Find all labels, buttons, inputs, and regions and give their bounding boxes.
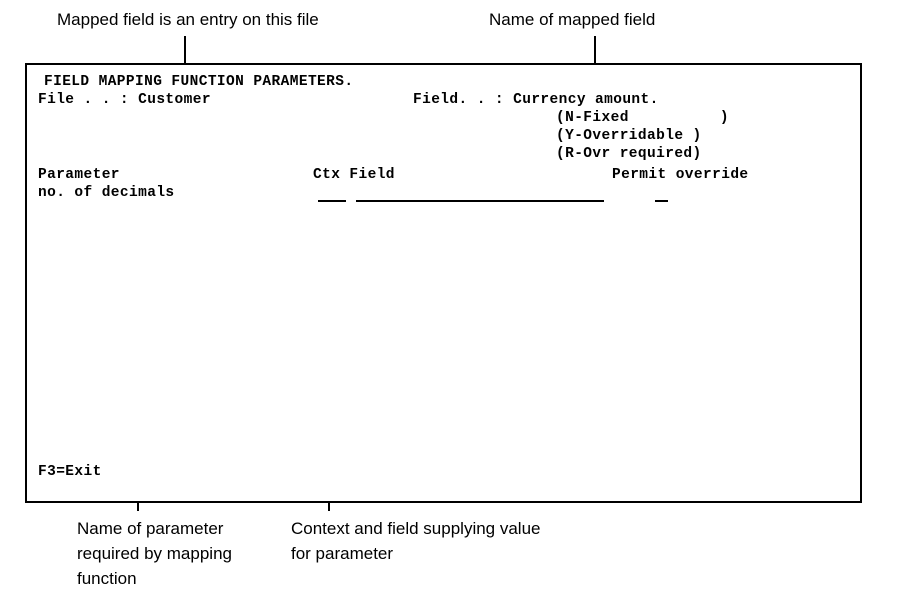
ctx-input[interactable]: [318, 200, 346, 202]
column-header-ctx-field: Ctx Field: [313, 167, 395, 183]
column-header-parameter: Parameter: [38, 167, 120, 183]
callout-arrow-down-field-shaft: [594, 36, 596, 84]
screen-title: FIELD MAPPING FUNCTION PARAMETERS.: [44, 74, 354, 90]
callout-parameter-name: Name of parameter required by mapping fu…: [77, 519, 232, 588]
file-label-and-value: File . . : Customer: [38, 92, 211, 108]
table-row-parameter-name: no. of decimals: [38, 185, 175, 201]
column-header-permit-override: Permit override: [612, 167, 749, 183]
function-key-legend[interactable]: F3=Exit: [38, 464, 102, 480]
terminal-screen: FIELD MAPPING FUNCTION PARAMETERS. File …: [25, 63, 862, 503]
field-label-and-value: Field. . : Currency amount.: [413, 92, 659, 108]
override-option-fixed: (N-Fixed ): [556, 110, 729, 126]
permit-override-input[interactable]: [655, 200, 668, 202]
callout-mapped-field-file: Mapped field is an entry on this file: [57, 10, 319, 29]
callout-context-field: Context and field supplying value for pa…: [291, 519, 541, 563]
override-option-ovr-required: (R-Ovr required): [556, 146, 702, 162]
callout-mapped-field-name: Name of mapped field: [489, 10, 656, 29]
callout-arrow-down-file-shaft: [184, 36, 186, 84]
override-option-overridable: (Y-Overridable ): [556, 128, 702, 144]
field-input[interactable]: [356, 200, 604, 202]
